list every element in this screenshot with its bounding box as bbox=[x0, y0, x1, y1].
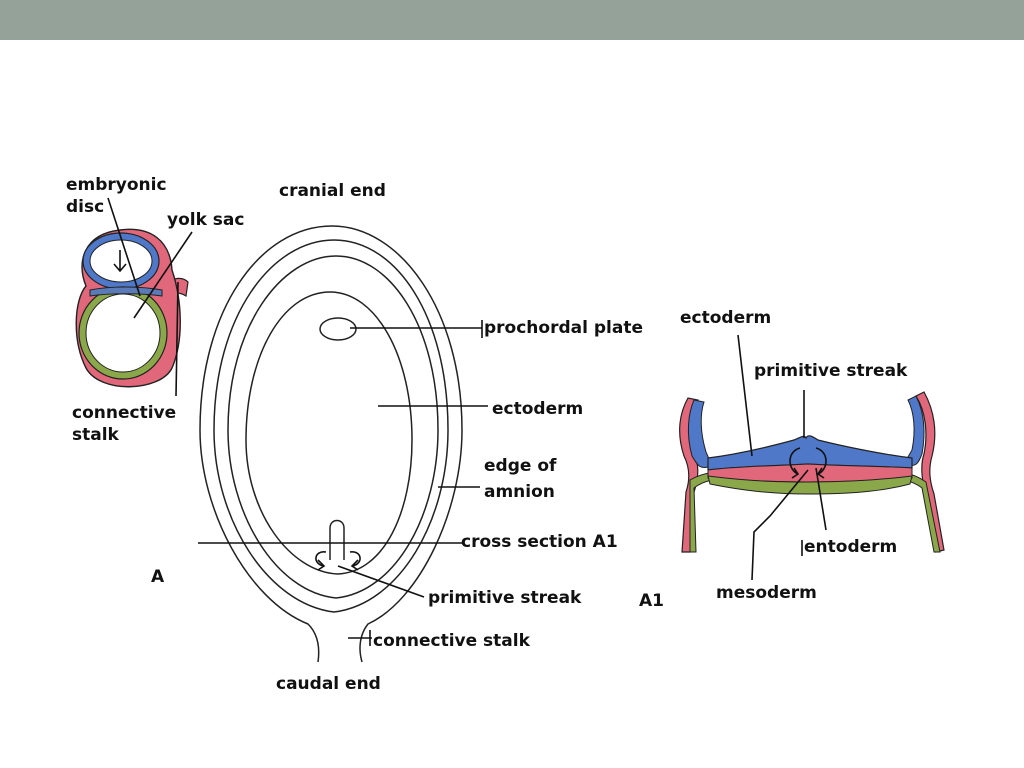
leader-yolk-sac bbox=[133, 231, 193, 319]
label-caudal-end: caudal end bbox=[276, 674, 381, 694]
figure-main: cranial end prochordal plate ectoderm ed… bbox=[198, 181, 643, 694]
leader-primitive-streak-main bbox=[337, 565, 425, 598]
label-prochordal-plate: prochordal plate bbox=[484, 318, 643, 338]
section-right-wall-blue bbox=[903, 395, 925, 467]
figure-a1-section: ectoderm primitive streak entoderm mesod… bbox=[639, 308, 945, 611]
label-primitive-streak-section: primitive streak bbox=[754, 361, 908, 381]
main-outer-outline bbox=[199, 225, 463, 663]
label-figure-a1: A1 bbox=[639, 591, 664, 611]
label-connective: connective bbox=[72, 403, 176, 423]
small-yolk-sac-cavity bbox=[85, 293, 161, 373]
label-primitive-streak-main: primitive streak bbox=[428, 588, 582, 608]
main-prochordal-plate bbox=[319, 317, 357, 341]
label-cranial-end: cranial end bbox=[279, 181, 386, 201]
section-streak-right-icon bbox=[815, 447, 827, 479]
leader-prochordal-plate bbox=[350, 320, 483, 338]
leader-connective-stalk bbox=[175, 281, 179, 397]
label-entoderm: entoderm bbox=[804, 537, 897, 557]
main-node-arrow-right-icon bbox=[349, 551, 361, 571]
section-streak-left-icon bbox=[789, 447, 801, 479]
label-amnion: amnion bbox=[484, 482, 555, 502]
leader-entoderm bbox=[801, 467, 827, 556]
title-bar bbox=[0, 0, 1024, 40]
small-embryonic-disc bbox=[89, 286, 163, 297]
small-amnion-cavity bbox=[89, 239, 153, 283]
label-ectoderm-main: ectoderm bbox=[492, 399, 583, 419]
leader-mesoderm bbox=[751, 469, 809, 581]
label-embryonic: embryonic bbox=[66, 175, 167, 195]
main-ectoderm-outline bbox=[245, 291, 413, 575]
label-connective-stalk-main: connective stalk bbox=[373, 631, 531, 651]
label-figure-a: A bbox=[151, 567, 165, 587]
main-amnion-edge bbox=[227, 255, 439, 599]
label-cross-section: cross section A1 bbox=[461, 532, 618, 552]
label-edge-of: edge of bbox=[484, 456, 557, 476]
label-disc: disc bbox=[66, 197, 104, 217]
label-yolk-sac: yolk sac bbox=[167, 210, 244, 230]
label-stalk: stalk bbox=[72, 425, 120, 445]
main-primitive-streak bbox=[329, 519, 345, 560]
main-second-outline bbox=[213, 239, 449, 613]
section-left-wall-blue bbox=[687, 399, 713, 469]
small-arrow-icon bbox=[113, 250, 127, 273]
section-entoderm bbox=[707, 475, 913, 495]
label-mesoderm: mesoderm bbox=[716, 583, 817, 603]
label-ectoderm-section: ectoderm bbox=[680, 308, 771, 328]
leader-ectoderm-section bbox=[737, 334, 753, 457]
figure-a-small: embryonic disc yolk sac connective stalk… bbox=[66, 175, 244, 587]
leader-connective-stalk-main bbox=[348, 630, 372, 646]
main-node-arrow-left-icon bbox=[315, 551, 327, 571]
leader-embryonic-disc bbox=[107, 197, 141, 297]
